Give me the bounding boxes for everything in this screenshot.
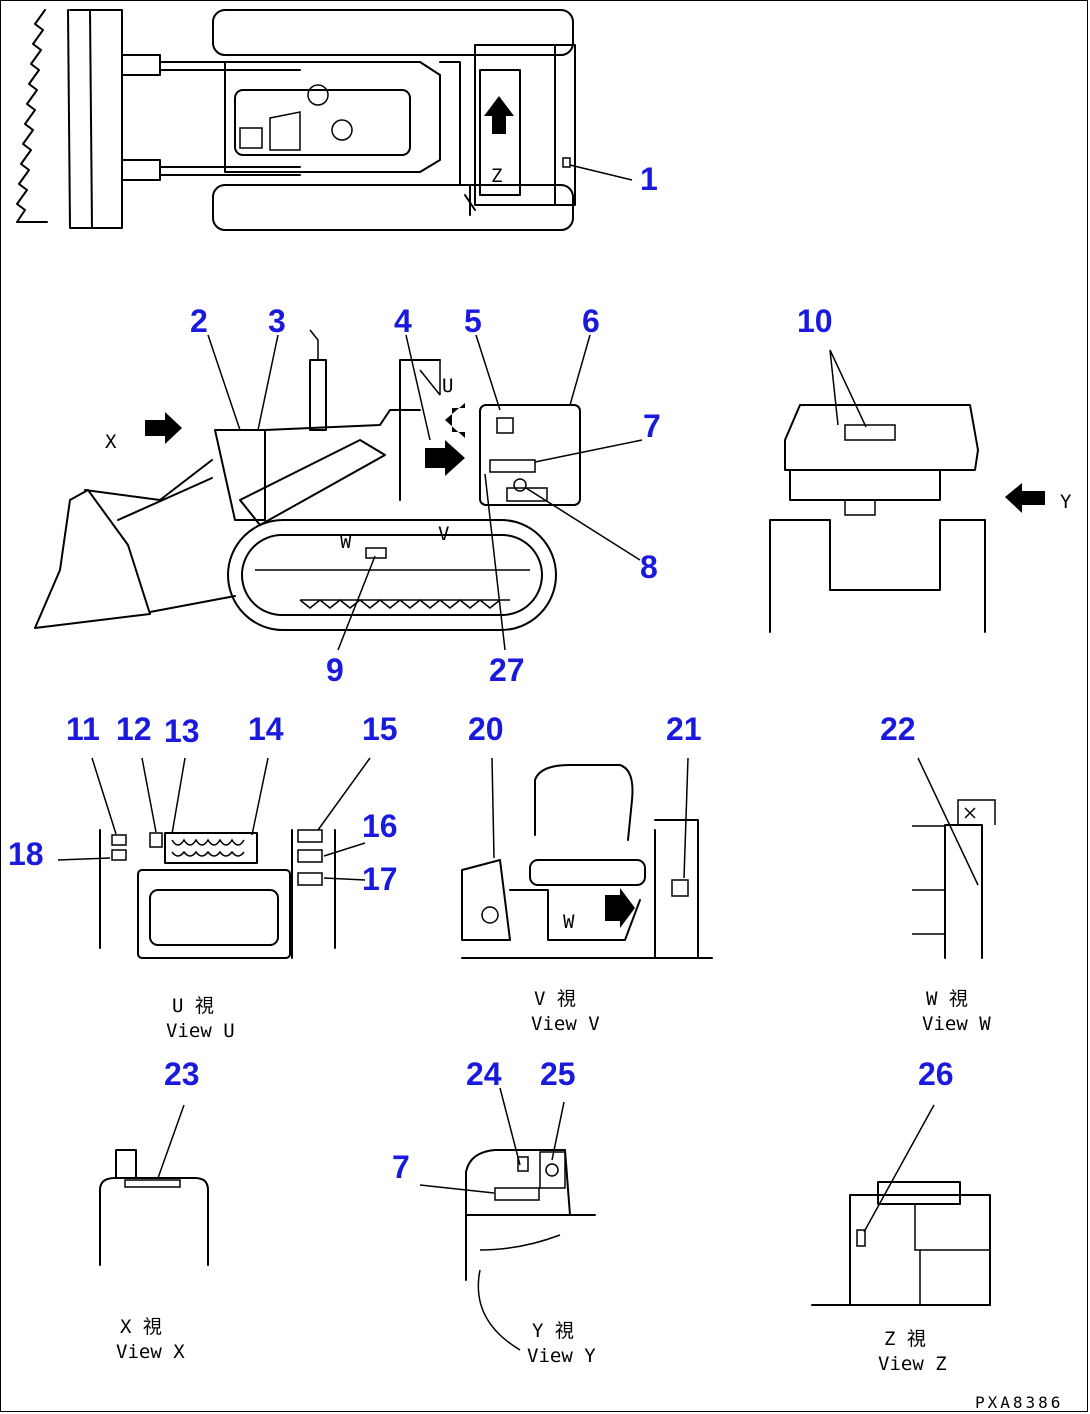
arrow-right-icon (425, 440, 465, 476)
arrow-up-icon (484, 96, 514, 134)
caption-view-x-en: View X (116, 1341, 185, 1363)
caption-view-w-en: View W (922, 1013, 991, 1035)
arrow-right-icon (605, 888, 635, 928)
callout-27: 27 (489, 652, 525, 688)
callout-3: 3 (268, 303, 286, 339)
caption-view-z-jp: Z 視 (884, 1328, 926, 1350)
top-view-machine: Z 1 (16, 9, 658, 231)
callout-4: 4 (394, 303, 412, 339)
view-z: 26 Z 視 View Z (811, 1056, 991, 1375)
caption-view-z-en: View Z (878, 1353, 947, 1375)
drawing-code: PXA8386 (975, 1393, 1063, 1412)
rear-view-machine: Y 10 (769, 303, 1072, 633)
view-v: W 20 21 V 視 View V (461, 711, 713, 1035)
callout-20: 20 (468, 711, 504, 747)
callout-6: 6 (582, 303, 600, 339)
caption-view-u-jp: U 視 (172, 995, 214, 1017)
callout-25: 25 (540, 1056, 576, 1092)
callout-21: 21 (666, 711, 702, 747)
caption-view-x-jp: X 視 (120, 1316, 162, 1338)
caption-view-w-jp: W 視 (926, 988, 968, 1010)
view-x: 23 X 視 View X (99, 1056, 209, 1363)
view-u: 11 12 13 14 15 16 17 18 U 視 View U (8, 711, 398, 1042)
callout-13: 13 (164, 713, 200, 749)
callout-2: 2 (190, 303, 208, 339)
caption-view-v-jp: V 視 (534, 988, 576, 1010)
view-marker-y: Y (1060, 491, 1072, 513)
callout-15: 15 (362, 711, 398, 747)
arrow-left-icon (1005, 483, 1045, 513)
callout-8: 8 (640, 549, 658, 585)
callout-23: 23 (164, 1056, 200, 1092)
callout-17: 17 (362, 861, 398, 897)
callout-7: 7 (643, 408, 661, 444)
callout-24: 24 (466, 1056, 502, 1092)
bucket-teeth (16, 9, 48, 223)
callout-16: 16 (362, 808, 398, 844)
caption-view-y-en: View Y (527, 1345, 596, 1367)
side-view-machine: X U V W 2 3 4 5 6 7 (34, 303, 661, 688)
callout-1: 1 (640, 161, 658, 197)
view-marker-x: X (105, 431, 117, 453)
callout-14: 14 (248, 711, 284, 747)
view-y: 7 24 25 Y 視 View Y (392, 1056, 596, 1367)
callout-18: 18 (8, 836, 44, 872)
caption-view-v-en: View V (531, 1013, 600, 1035)
view-w: 22 W 視 View W (880, 711, 996, 1035)
svg-text:W: W (340, 531, 352, 553)
bucket-edge (67, 9, 123, 229)
callout-12: 12 (116, 711, 152, 747)
bucket (34, 489, 151, 629)
callout-5: 5 (464, 303, 482, 339)
arrow-right-icon (145, 412, 182, 444)
view-marker-u: U (442, 375, 453, 397)
caption-view-u-en: View U (166, 1020, 235, 1042)
callout-22: 22 (880, 711, 916, 747)
caption-view-y-jp: Y 視 (532, 1320, 574, 1342)
callout-7-view-y: 7 (392, 1149, 410, 1185)
arrow-left-icon (445, 403, 465, 438)
callout-10: 10 (797, 303, 833, 339)
callout-11: 11 (66, 711, 100, 747)
view-marker-z: Z (491, 165, 502, 187)
view-marker-w: W (563, 911, 575, 933)
callout-9: 9 (326, 652, 344, 688)
callout-26: 26 (918, 1056, 954, 1092)
